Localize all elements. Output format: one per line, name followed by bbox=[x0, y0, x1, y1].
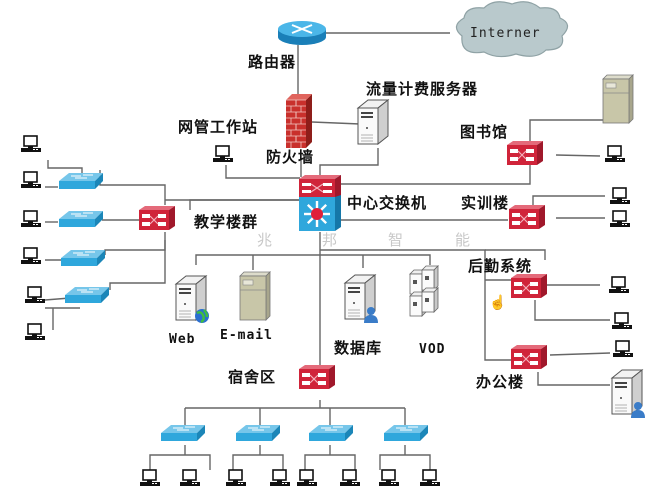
network-link bbox=[337, 160, 531, 185]
pc-icon bbox=[25, 286, 45, 303]
network-link bbox=[195, 254, 431, 265]
watermark-char: 智 bbox=[388, 231, 404, 249]
network-link bbox=[225, 165, 300, 179]
pc-icon bbox=[21, 247, 41, 264]
web-server-icon bbox=[174, 274, 209, 324]
network-link bbox=[311, 121, 361, 125]
email-server-icon bbox=[239, 271, 271, 321]
network-link bbox=[99, 170, 166, 205]
network-link bbox=[485, 249, 546, 260]
vod-server-icon bbox=[409, 265, 439, 317]
pc-icon bbox=[25, 323, 45, 340]
hand-cursor-icon: ☝ bbox=[489, 295, 507, 311]
training-building-label: 实训楼 bbox=[461, 194, 510, 212]
network-links bbox=[44, 32, 611, 470]
dormitory-access-switch-icon bbox=[309, 425, 353, 441]
router-label: 路由器 bbox=[248, 53, 297, 71]
dormitory-label: 宿舍区 bbox=[228, 368, 277, 386]
database-label: 数据库 bbox=[334, 339, 383, 357]
billing-server-label: 流量计费服务器 bbox=[366, 80, 479, 98]
pc-icon bbox=[180, 469, 200, 486]
office-database-server-icon bbox=[610, 368, 645, 418]
network-link bbox=[149, 454, 211, 470]
pc-icon bbox=[420, 469, 440, 486]
library-switch-icon bbox=[507, 141, 543, 165]
network-link bbox=[319, 148, 379, 177]
dormitory-switch-icon bbox=[299, 365, 335, 389]
database-server-icon bbox=[343, 273, 378, 323]
watermark-char: 能 bbox=[455, 231, 471, 249]
pc-icon bbox=[21, 210, 41, 227]
router-icon bbox=[278, 21, 326, 45]
network-link bbox=[537, 372, 610, 386]
pc-icon bbox=[21, 171, 41, 188]
nms-station-label: 网管工作站 bbox=[178, 118, 259, 136]
library-label: 图书馆 bbox=[460, 123, 509, 141]
firewall-icon bbox=[286, 94, 312, 148]
logistics-switch-icon bbox=[511, 274, 547, 298]
pc-icon bbox=[21, 135, 41, 152]
email-label: E-mail bbox=[220, 328, 273, 343]
network-link bbox=[534, 300, 610, 321]
network-link bbox=[379, 454, 431, 470]
network-link bbox=[232, 454, 284, 470]
network-link bbox=[304, 454, 356, 470]
logistics-label: 后勤系统 bbox=[468, 257, 533, 275]
network-link bbox=[532, 195, 605, 208]
core-switch-icon bbox=[299, 175, 341, 231]
dormitory-access-switch-icon bbox=[161, 425, 205, 441]
pc-icon bbox=[140, 469, 160, 486]
teaching-access-switch-icon bbox=[65, 287, 109, 303]
library-server-icon bbox=[602, 74, 634, 124]
firewall-label: 防火墙 bbox=[266, 148, 315, 166]
office-building-label: 办公楼 bbox=[476, 373, 525, 391]
core-switch-label: 中心交换机 bbox=[347, 194, 428, 212]
pc-icon bbox=[270, 469, 290, 486]
billing-server-icon bbox=[356, 98, 390, 146]
pc-icon bbox=[340, 469, 360, 486]
network-link bbox=[549, 352, 611, 356]
pc-icon bbox=[613, 340, 633, 357]
pc-icon bbox=[610, 187, 630, 204]
network-link bbox=[104, 232, 166, 255]
dormitory-access-switch-icon bbox=[236, 425, 280, 441]
network-link bbox=[555, 154, 601, 157]
teaching-access-switch-icon bbox=[59, 173, 103, 189]
pc-icon bbox=[297, 469, 317, 486]
pc-icon bbox=[610, 210, 630, 227]
training-switch-icon bbox=[509, 205, 545, 229]
office-switch-icon bbox=[511, 345, 547, 369]
teaching-access-switch-icon bbox=[61, 250, 105, 266]
network-link bbox=[484, 260, 512, 361]
pc-icon bbox=[612, 312, 632, 329]
network-link bbox=[47, 160, 83, 175]
pc-icon bbox=[605, 145, 625, 162]
teaching-buildings-label: 教学楼群 bbox=[194, 213, 259, 231]
pc-icon bbox=[609, 276, 629, 293]
dormitory-access-switch-icon bbox=[384, 425, 428, 441]
teaching-access-switch-icon bbox=[59, 211, 103, 227]
pc-icon bbox=[226, 469, 246, 486]
network-link bbox=[109, 240, 166, 290]
pc-icon bbox=[379, 469, 399, 486]
web-label: Web bbox=[169, 332, 196, 347]
network-link bbox=[189, 199, 300, 210]
network-link bbox=[529, 119, 603, 145]
teaching-switch-icon bbox=[139, 206, 175, 230]
nms-workstation-icon bbox=[213, 145, 233, 162]
watermark-char: 兆 bbox=[257, 231, 273, 249]
internet-cloud-icon bbox=[455, 1, 569, 58]
vod-label: VOD bbox=[419, 342, 446, 357]
watermark-char: 邦 bbox=[322, 231, 338, 249]
internet-label: Interner bbox=[470, 26, 541, 41]
